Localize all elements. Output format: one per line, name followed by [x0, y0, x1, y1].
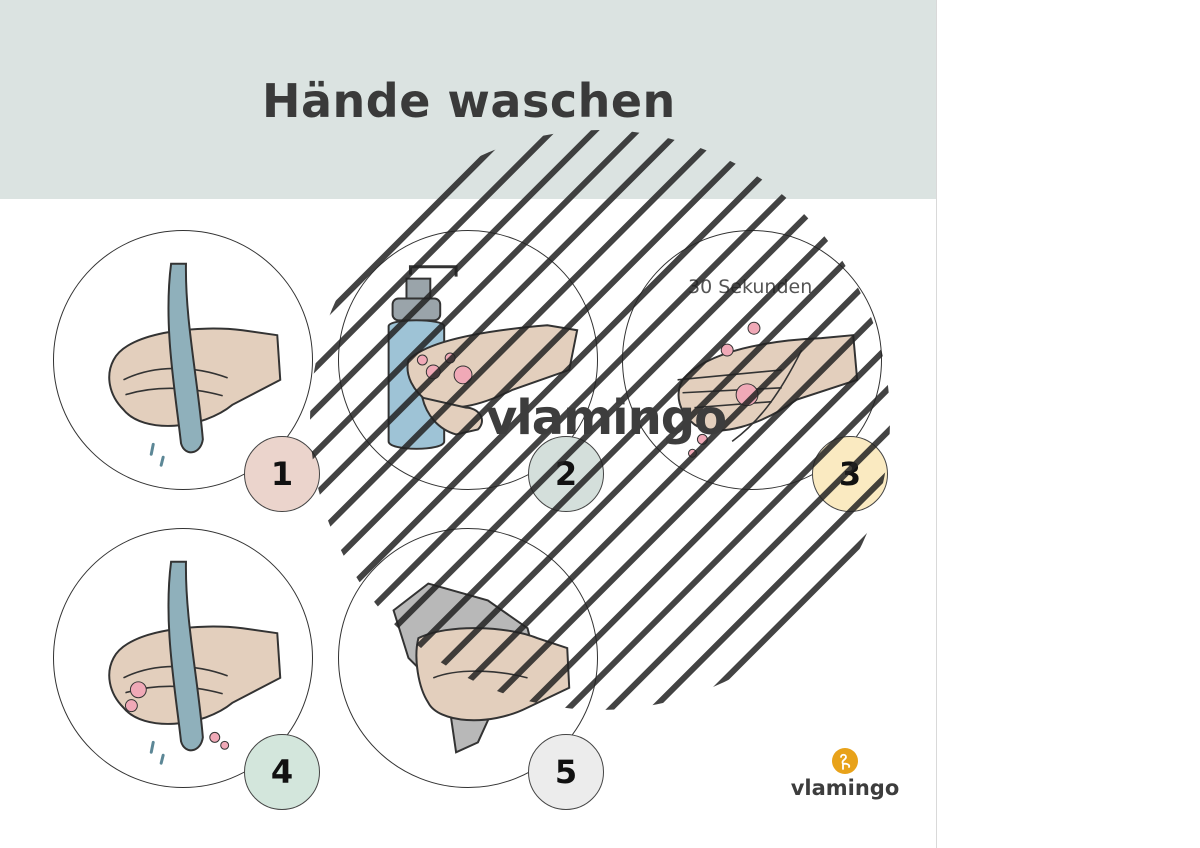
- wet-hands-icon: [108, 262, 282, 467]
- rinse-hands-icon: [108, 560, 282, 765]
- watermark-text: vlamingo: [486, 390, 727, 446]
- step-1-circle: [53, 230, 313, 490]
- step-1-badge: 1: [244, 436, 320, 512]
- brand-name: vlamingo: [790, 776, 900, 800]
- flamingo-icon: [832, 748, 858, 774]
- step-3-badge: 3: [812, 436, 888, 512]
- timer-label: 30 Sekunden: [688, 276, 813, 298]
- step-4-circle: [53, 528, 313, 788]
- page-title: Hände waschen: [262, 74, 676, 128]
- brand-logo: vlamingo: [790, 748, 900, 804]
- step-2-badge: 2: [528, 436, 604, 512]
- poster-sheet: Hände waschen 1 2: [0, 0, 937, 848]
- step-4-badge: 4: [244, 734, 320, 810]
- step-5-badge: 5: [528, 734, 604, 810]
